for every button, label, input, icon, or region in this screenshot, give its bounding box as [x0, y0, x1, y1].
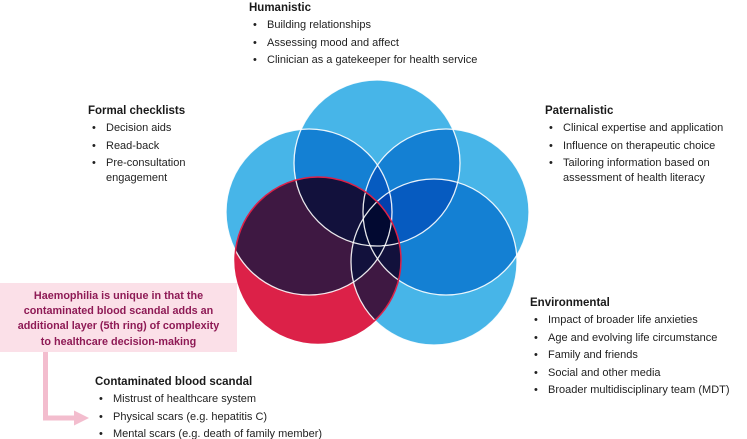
list-item: Haemophilia is unique in that the — [33, 290, 204, 302]
section-formal-checklists: Formal checklists Decision aidsRead-back… — [88, 104, 224, 186]
section-paternalistic: Paternalistic Clinical expertise and app… — [545, 104, 745, 186]
list-item: Assessing mood and affect — [249, 36, 541, 51]
list-item: Building relationships — [249, 18, 541, 33]
list-item: Pre-consultation engagement — [88, 156, 224, 186]
bullet-list-humanistic: Building relationshipsAssessing mood and… — [249, 18, 541, 68]
callout-text: Haemophilia is unique in that the contami… — [2, 289, 235, 350]
bullet-list-formal-checklists: Decision aidsRead-backPre-consultation e… — [88, 121, 224, 186]
blue-circle-outlines — [225, 79, 530, 346]
list-item: Influence on therapeutic choice — [545, 139, 745, 154]
section-environmental: Environmental Impact of broader life anx… — [530, 296, 737, 398]
list-item: Decision aids — [88, 121, 224, 136]
list-item: to healthcare decision-making — [40, 335, 197, 348]
list-item: Clinical expertise and application — [545, 121, 745, 136]
list-item: Mental scars (e.g. death of family membe… — [95, 427, 387, 439]
callout-box: Haemophilia is unique in that the contami… — [0, 283, 237, 352]
bullet-list-environmental: Impact of broader life anxietiesAge and … — [530, 313, 737, 398]
list-item: Read-back — [88, 139, 224, 154]
section-humanistic: Humanistic Building relationshipsAssessi… — [249, 1, 541, 68]
callout-arrow-icon — [43, 352, 89, 426]
section-heading-paternalistic: Paternalistic — [545, 105, 614, 117]
section-heading-formal-checklists: Formal checklists — [88, 105, 186, 117]
list-item: Age and evolving life circumstance — [530, 331, 737, 346]
circle-contaminated-blood-scandal — [235, 177, 401, 343]
list-item: Mistrust of healthcare system — [95, 392, 387, 407]
list-item: Family and friends — [530, 348, 737, 363]
section-heading-humanistic: Humanistic — [249, 2, 311, 14]
circle-environmental — [351, 179, 517, 345]
list-item: Tailoring information based on assessmen… — [545, 156, 745, 186]
list-item: Broader multidisciplinary team (MDT) — [530, 383, 737, 398]
list-item: Clinician as a gatekeeper for health ser… — [249, 53, 541, 68]
list-item: Physical scars (e.g. hepatitis C) — [95, 410, 387, 425]
section-heading-contaminated-blood-scandal: Contaminated blood scandal — [95, 376, 253, 388]
bullet-list-contaminated-blood-scandal: Mistrust of healthcare systemPhysical sc… — [95, 392, 387, 439]
list-item: contaminated blood scandal adds an — [23, 305, 214, 318]
bullet-list-paternalistic: Clinical expertise and applicationInflue… — [545, 121, 745, 186]
list-item: additional layer (5th ring) of complexit… — [17, 320, 220, 333]
section-heading-environmental: Environmental — [530, 297, 610, 309]
red-circle-outline — [234, 176, 402, 344]
list-item: Impact of broader life anxieties — [530, 313, 737, 328]
list-item: Social and other media — [530, 366, 737, 381]
section-contaminated-blood-scandal: Contaminated blood scandal Mistrust of h… — [95, 375, 387, 439]
